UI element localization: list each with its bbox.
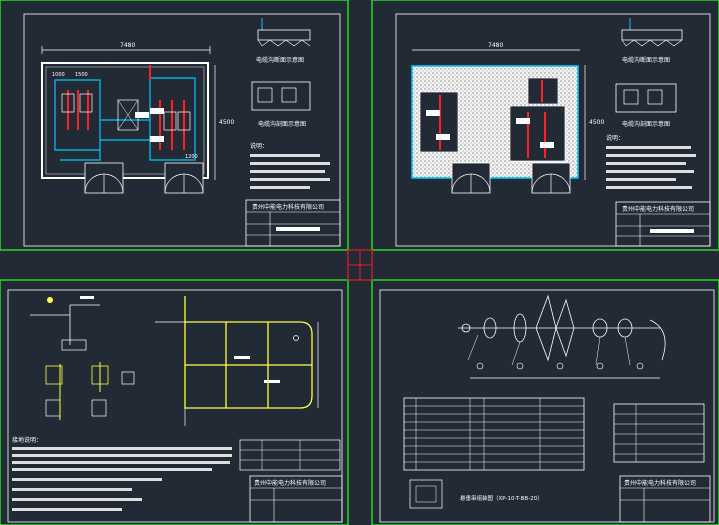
tl-room-plan: 7480 4500 1000 1500 1200 (41, 42, 234, 194)
bl-company-name: 贵州中能电力科技有限公司 (254, 479, 326, 487)
br-insulator-string (458, 294, 666, 379)
bl-grounding-details (30, 296, 135, 420)
tl-dimension-side: 4500 (219, 119, 234, 126)
tr-dimension-side: 4500 (589, 119, 604, 126)
tr-dimension-top: 7480 (488, 42, 503, 49)
tl-trench-details: 电缆沟断面示意图 电缆沟剖面示意图 说明： (250, 18, 330, 189)
br-side-table (613, 403, 705, 463)
br-legend-block: 悬垂串组装图（XP-10-T-BB-20） (409, 479, 543, 509)
sheet-bottom-right-frame (371, 279, 719, 525)
tl-company-name: 贵州中能电力科技有限公司 (252, 203, 324, 211)
tr-section-title-1: 电缆沟断面示意图 (622, 56, 670, 64)
bl-grounding-grid (155, 296, 319, 426)
tl-dim-c: 1200 (185, 154, 198, 160)
tr-company-name: 贵州中能电力科技有限公司 (622, 205, 694, 213)
tl-title-block: 贵州中能电力科技有限公司 (245, 199, 341, 247)
tr-title-block: 贵州中能电力科技有限公司 (615, 201, 711, 247)
tr-trench-details: 电缆沟断面示意图 电缆沟剖面示意图 说明： (606, 18, 696, 189)
bl-title-block: 贵州中能电力科技有限公司 (249, 475, 343, 523)
br-title-block: 贵州中能电力科技有限公司 (619, 475, 711, 523)
tl-dim-b: 1500 (75, 72, 88, 78)
tl-section-title-1: 电缆沟断面示意图 (256, 56, 304, 64)
bl-notes: 接地说明： (12, 436, 232, 511)
bl-notes-head: 接地说明： (12, 436, 42, 444)
sheet-bottom-left-frame (0, 279, 349, 525)
bl-materials-table (239, 439, 341, 471)
tr-section-title-2: 电缆沟剖面示意图 (622, 120, 670, 128)
br-company-name: 贵州中能电力科技有限公司 (624, 479, 696, 487)
br-parts-table (403, 397, 585, 471)
tl-notes-head: 说明： (250, 142, 268, 150)
tr-room-plan: 7480 4500 (411, 42, 604, 194)
br-caption: 悬垂串组装图（XP-10-T-BB-20） (460, 494, 543, 502)
tl-dimension-top: 7480 (120, 42, 135, 49)
tl-section-title-2: 电缆沟剖面示意图 (258, 120, 306, 128)
sheet-top-left-frame (0, 0, 349, 251)
tl-dim-a: 1000 (52, 72, 65, 78)
tr-notes-head: 说明： (606, 134, 624, 142)
